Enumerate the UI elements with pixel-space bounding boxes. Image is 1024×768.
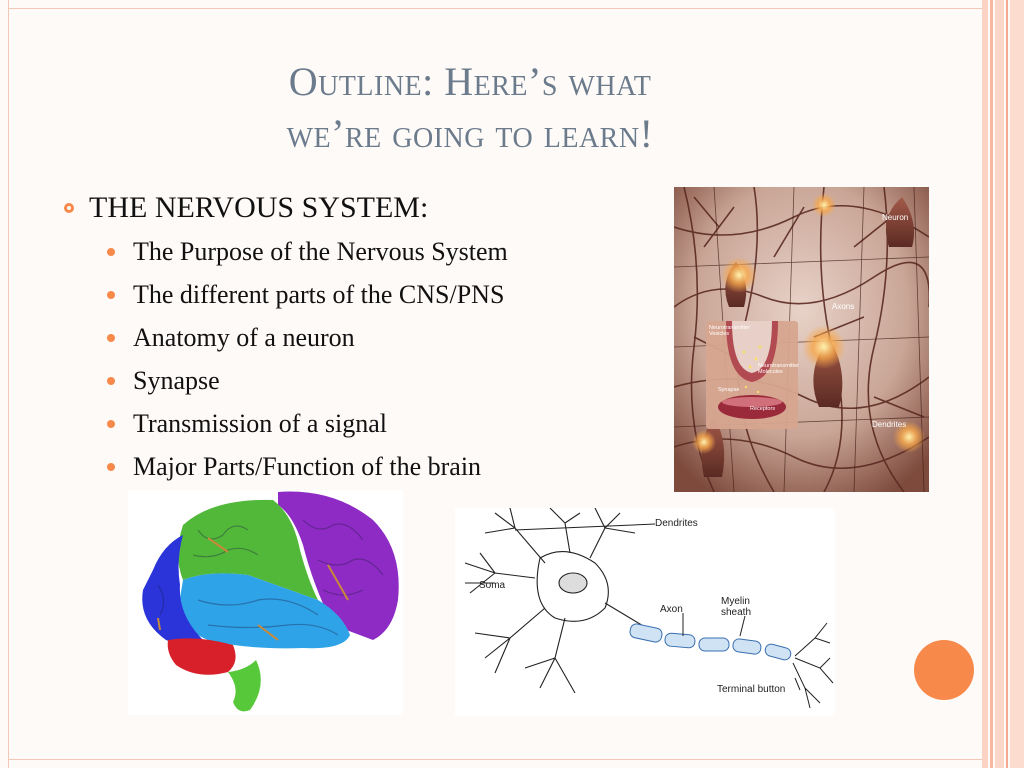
sub-bullet-text: The Purpose of the Nervous System: [133, 236, 508, 266]
sub-bullet: The different parts of the CNS/PNS: [62, 273, 662, 316]
sub-bullet-text: Transmission of a signal: [133, 408, 387, 438]
main-bullet-text: THE NERVOUS SYSTEM:: [89, 191, 429, 224]
inset-label-receptors: Receptors: [750, 406, 776, 412]
decorative-stripe: [990, 0, 993, 768]
neuron-diagram-illustration: [464, 507, 834, 709]
diagram-label-soma: Soma: [479, 580, 506, 591]
photo-label-neuron: Neuron: [882, 213, 909, 222]
inset-label-synapse: Synapse: [718, 387, 740, 393]
bullet-list: THE NERVOUS SYSTEM: The Purpose of the N…: [62, 186, 662, 488]
title-line-2: we’re going to learn!: [286, 111, 654, 156]
diagram-label-myelin-2: sheath: [721, 607, 752, 618]
neuron-network-image: Neuron Axons Dendrites Neurotransmitter …: [674, 187, 929, 492]
bullet-dot-icon: [107, 419, 115, 428]
decorative-circle: [914, 640, 974, 700]
neuron-diagram: Dendrites Soma Axon Myelin sheath Termin…: [455, 507, 835, 716]
bullet-dot-icon: [107, 376, 115, 385]
brain-lobes-illustration: [128, 490, 403, 715]
inset-label-molecules: Neurotransmitter Molecules: [758, 363, 799, 375]
frame-line: [8, 0, 9, 768]
sub-bullet-text: Anatomy of a neuron: [133, 322, 355, 352]
neuron-network-illustration: [674, 187, 929, 492]
sub-bullet: Anatomy of a neuron: [62, 316, 662, 359]
diagram-label-dendrites: Dendrites: [655, 518, 698, 529]
photo-label-dendrites: Dendrites: [872, 420, 907, 429]
frame-line: [8, 759, 984, 760]
sub-bullet-text: Synapse: [133, 365, 220, 395]
frame-line: [8, 8, 984, 9]
bullet-dot-icon: [107, 290, 115, 299]
decorative-stripe: [1010, 0, 1024, 768]
main-bullet: THE NERVOUS SYSTEM:: [62, 186, 662, 230]
inset-label-vesicles: Neurotransmitter Vesicles: [709, 325, 750, 337]
bullet-marker-icon: [64, 203, 74, 213]
bullet-dot-icon: [107, 247, 115, 256]
title-line-1: Outline: Here’s what: [288, 59, 652, 104]
sub-bullet: The Purpose of the Nervous System: [62, 230, 662, 273]
brain-image: [128, 490, 403, 715]
bullet-dot-icon: [107, 333, 115, 342]
diagram-label-axon: Axon: [660, 604, 683, 615]
sub-bullet-list: The Purpose of the Nervous System The di…: [62, 230, 662, 488]
decorative-stripe: [1006, 0, 1008, 768]
sub-bullet-text: The different parts of the CNS/PNS: [133, 279, 505, 309]
sub-bullet: Transmission of a signal: [62, 402, 662, 445]
slide-title: Outline: Here’s what we’re going to lear…: [200, 56, 740, 160]
photo-label-axons: Axons: [832, 302, 855, 311]
decorative-stripe: [982, 0, 988, 768]
bullet-dot-icon: [107, 462, 115, 471]
sub-bullet: Major Parts/Function of the brain: [62, 445, 662, 488]
decorative-stripe: [995, 0, 1004, 768]
sub-bullet: Synapse: [62, 359, 662, 402]
diagram-label-myelin-1: Myelin: [721, 596, 750, 607]
diagram-label-terminal: Terminal button: [717, 684, 786, 695]
sub-bullet-text: Major Parts/Function of the brain: [133, 451, 482, 481]
